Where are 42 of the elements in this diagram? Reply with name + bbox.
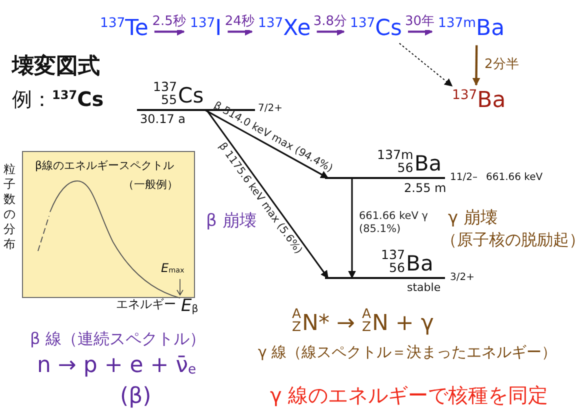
arrow: [398, 42, 453, 86]
note: γ 線（線スペクトル＝決まったエネルギー）: [258, 344, 557, 362]
nuclide-symbol: $^{137}$Xe: [258, 16, 311, 42]
heading: 壊変図式: [12, 54, 100, 80]
nuclide-symbol: $^{137}$Te: [100, 16, 148, 42]
panel-title: β線のエネルギースペクトル: [35, 160, 174, 173]
arrow: [408, 28, 433, 36]
axis-label: エネルギー: [116, 298, 176, 312]
edge-label: 24秒: [222, 14, 256, 30]
panel-note: （一般例）: [123, 179, 178, 192]
arrow: [204, 109, 329, 179]
arrow: [206, 110, 329, 279]
decay-label: γ 崩壊: [448, 209, 498, 229]
nuclide-symbol: $^{137m}$Ba: [438, 16, 505, 42]
decay-note: （原子核の脱励起）: [441, 231, 585, 250]
decay-label: β 崩壊: [206, 212, 256, 232]
level-note: 3/2+: [450, 272, 474, 284]
axis-mark: E$_{max}$: [161, 262, 184, 276]
edge-label: 30年: [403, 14, 437, 30]
arrow: [228, 28, 253, 36]
level-note: 11/2–: [450, 172, 478, 184]
equation: n → p + e + ν̄$_{e}$: [37, 353, 196, 378]
spectrum-panel: [22, 151, 195, 298]
level-note: 661.66 keV: [486, 172, 543, 184]
level-note: 2.55 m: [404, 182, 446, 196]
equation: (β): [120, 384, 152, 410]
axis-label: 粒子数の分布: [3, 162, 16, 252]
example-label: 例：$^{137}$Cs: [12, 88, 104, 111]
arrow: [154, 28, 185, 36]
level-note: 30.17 a: [140, 113, 186, 127]
arrow: [316, 28, 345, 36]
nuclide-symbol: $^{137}$Cs: [350, 16, 402, 42]
level-note: 7/2+: [258, 103, 282, 114]
note: β 線（連続スペクトル）: [30, 330, 206, 348]
nuclide-symbol: $^{137}$Ba: [452, 88, 506, 114]
level-note: stable: [407, 282, 441, 295]
arrow: [348, 178, 356, 279]
edge-label: 2.5秒: [150, 14, 188, 30]
note: γ 線のエネルギーで核種を同定: [270, 384, 548, 407]
nuclide-symbol: $^{137}$I: [190, 16, 222, 42]
edge-label: 3.8分: [311, 14, 350, 30]
arrow: [472, 45, 480, 86]
